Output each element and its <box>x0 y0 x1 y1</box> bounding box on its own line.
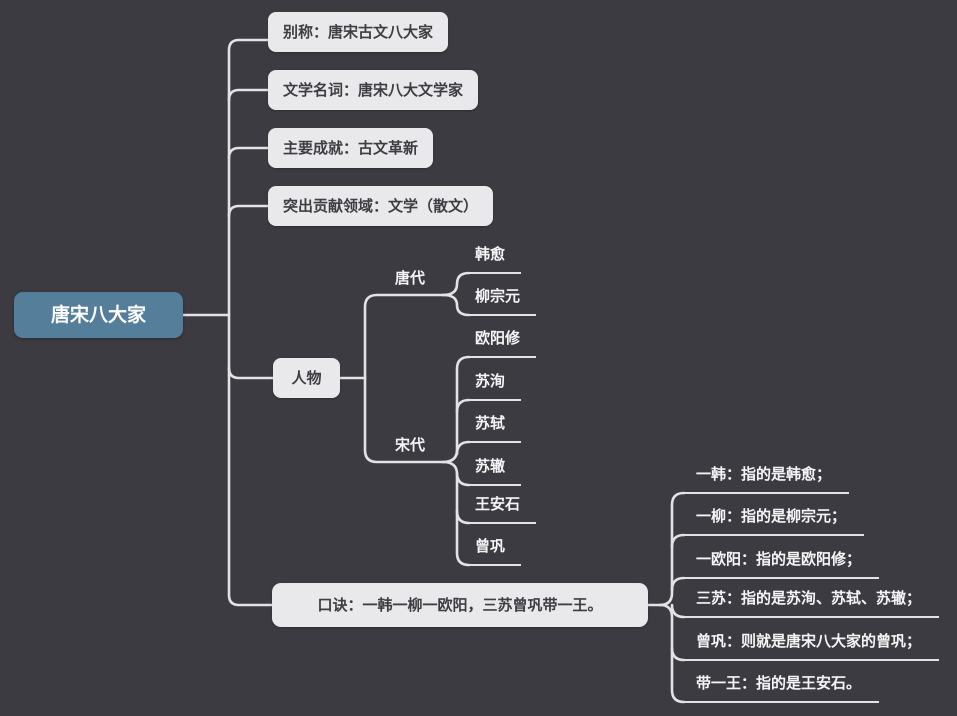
figure-wang-anshi[interactable]: 王安石 <box>469 495 537 524</box>
figure-liu-zongyuan[interactable]: 柳宗元 <box>469 287 537 316</box>
figure-su-shi[interactable]: 苏轼 <box>469 414 522 443</box>
connector-song-member-3 <box>455 471 471 487</box>
figure-su-xun[interactable]: 苏洵 <box>469 372 522 401</box>
connector-note-3 <box>670 603 686 619</box>
connector-song-member-1 <box>455 398 471 414</box>
figure-han-yu[interactable]: 韩愈 <box>469 245 522 274</box>
note-dai-yi-wang[interactable]: 带一王：指的是王安石。 <box>684 673 880 703</box>
connector-trunk <box>227 38 274 607</box>
topic-contribution-field[interactable]: 突出贡献领域：文学（散文） <box>268 186 494 226</box>
note-zeng-gong[interactable]: 曾巩：则就是唐宋八大家的曾巩； <box>684 631 940 661</box>
connector-tang <box>363 293 445 380</box>
connector-field <box>227 204 270 218</box>
connector-tang-member-1 <box>441 293 471 317</box>
topic-literary-term[interactable]: 文学名词：唐宋八大文学家 <box>268 70 479 110</box>
branch-song-dynasty[interactable]: 宋代 <box>394 436 425 454</box>
connector-note-2 <box>670 576 686 592</box>
branch-tang-dynasty[interactable]: 唐代 <box>394 269 425 287</box>
connector-song-member-5 <box>441 460 471 567</box>
topic-alias[interactable]: 别称：唐宋古文八大家 <box>268 12 449 52</box>
topic-mnemonic[interactable]: 口诀：一韩一柳一欧阳，三苏曾巩带一王。 <box>272 583 648 627</box>
topic-figures[interactable]: 人物 <box>273 358 340 398</box>
connector-achievement <box>227 146 270 160</box>
connector-figures <box>227 366 275 380</box>
connector-song-member-0 <box>441 355 471 464</box>
note-san-su[interactable]: 三苏：指的是苏洵、苏轼、苏辙； <box>684 588 940 618</box>
connector-note-4 <box>670 646 686 662</box>
connector-song-member-4 <box>455 509 471 525</box>
connector-note-1 <box>670 533 686 549</box>
note-yi-liu[interactable]: 一柳：指的是柳宗元； <box>684 506 865 536</box>
figure-su-zhe[interactable]: 苏辙 <box>469 457 522 486</box>
connector-note-5 <box>658 603 686 704</box>
figure-ouyang-xiu[interactable]: 欧阳修 <box>469 329 537 358</box>
topic-main-achievement[interactable]: 主要成就：古文革新 <box>268 128 434 168</box>
note-yi-ouyang[interactable]: 一欧阳：指的是欧阳修； <box>684 549 880 579</box>
connector-tang-member-0 <box>441 271 471 297</box>
connector-literary <box>227 88 270 102</box>
connector-song-member-2 <box>455 440 471 456</box>
figure-zeng-gong[interactable]: 曾巩 <box>469 537 522 566</box>
note-yi-han[interactable]: 一韩：指的是韩愈； <box>684 464 850 494</box>
root-topic[interactable]: 唐宋八大家 <box>14 292 183 338</box>
connector-note-0 <box>658 491 686 607</box>
